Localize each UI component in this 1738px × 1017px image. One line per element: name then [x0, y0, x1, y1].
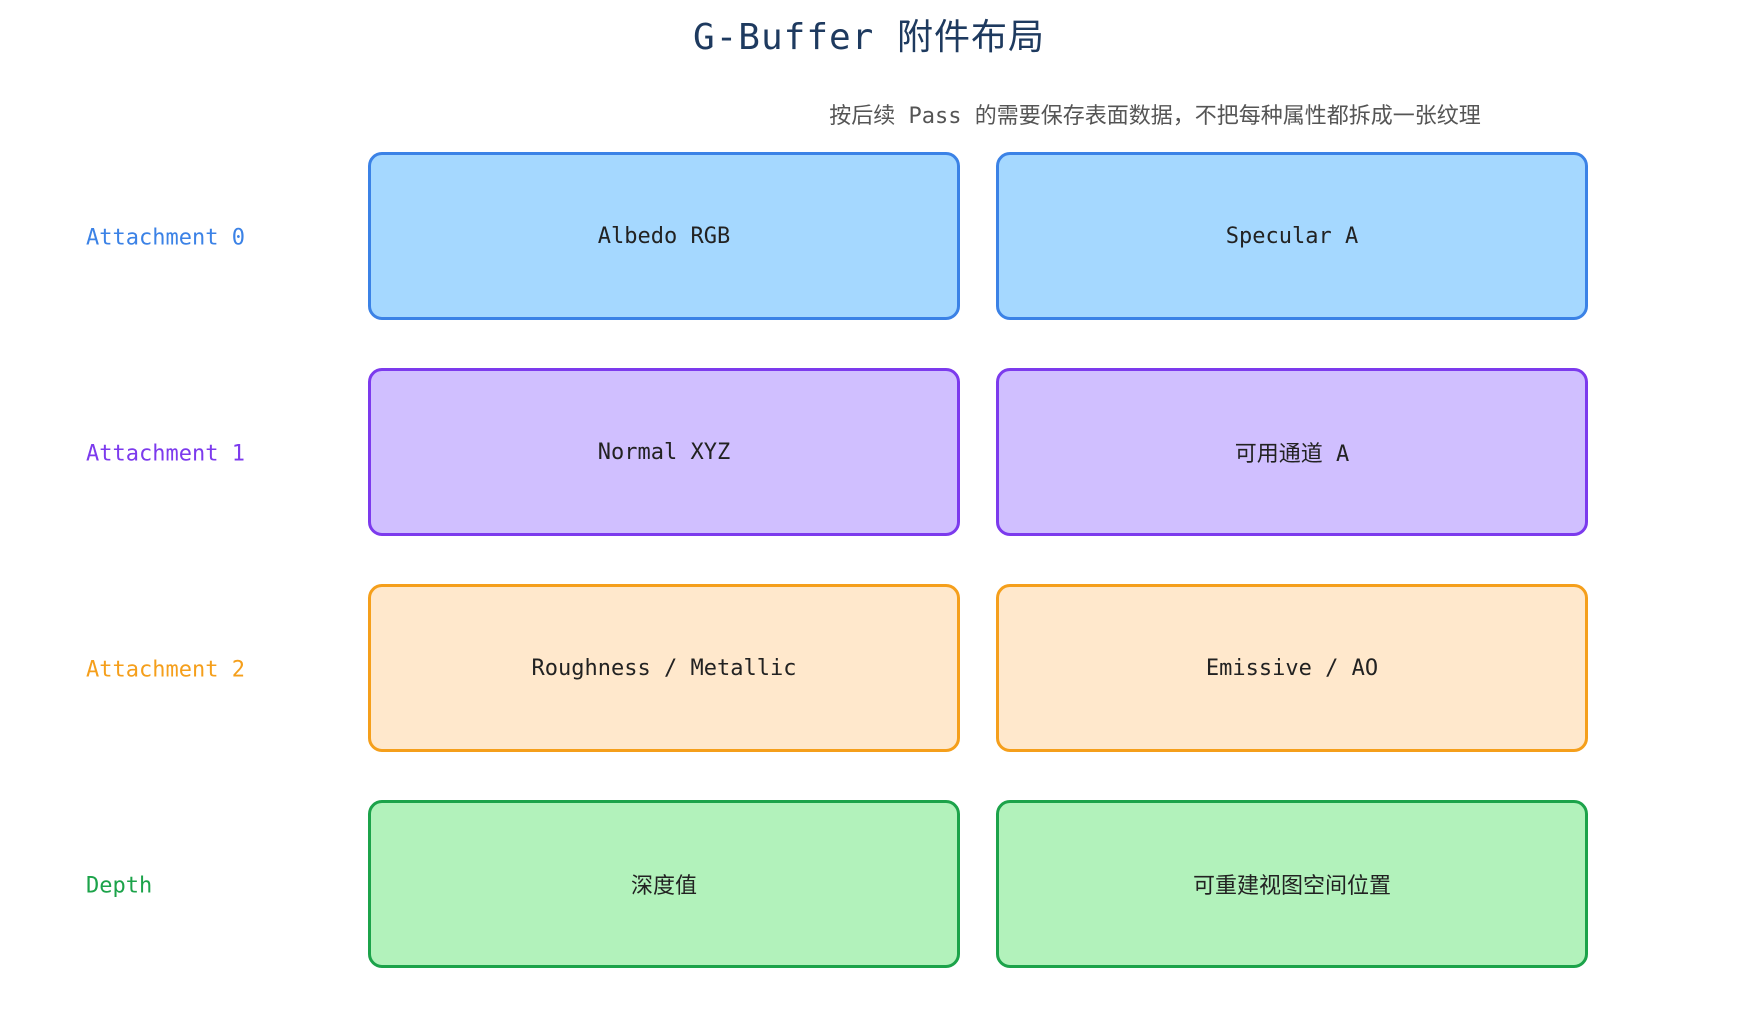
cell-reconstruct-view-position: 可重建视图空间位置: [996, 800, 1588, 968]
row-label-depth: Depth: [86, 873, 153, 899]
cell-label: 深度值: [630, 874, 697, 899]
cell-depth-value: 深度值: [368, 800, 960, 968]
row-label-attachment-2: Attachment 2: [86, 657, 245, 683]
diagram-subtitle: 按后续 Pass 的需要保存表面数据，不把每种属性都拆成一张纹理: [829, 104, 1481, 129]
cell-label: Specular A: [1225, 223, 1359, 249]
cell-label: 可用通道 A: [1234, 442, 1350, 467]
cell-label: Albedo RGB: [597, 223, 731, 249]
cell-specular-a: Specular A: [996, 152, 1588, 320]
cell-label: Normal XYZ: [597, 439, 731, 465]
row-label-attachment-1: Attachment 1: [86, 441, 245, 467]
cell-albedo-rgb: Albedo RGB: [368, 152, 960, 320]
cell-label: 可重建视图空间位置: [1192, 874, 1391, 899]
cell-available-channel-a: 可用通道 A: [996, 368, 1588, 536]
cell-emissive-ao: Emissive / AO: [996, 584, 1588, 752]
cell-normal-xyz: Normal XYZ: [368, 368, 960, 536]
cell-label: Emissive / AO: [1205, 655, 1379, 681]
cell-roughness-metallic: Roughness / Metallic: [368, 584, 960, 752]
diagram-title: G-Buffer 附件布局: [692, 17, 1046, 58]
cell-label: Roughness / Metallic: [531, 655, 797, 681]
row-label-attachment-0: Attachment 0: [86, 225, 245, 251]
